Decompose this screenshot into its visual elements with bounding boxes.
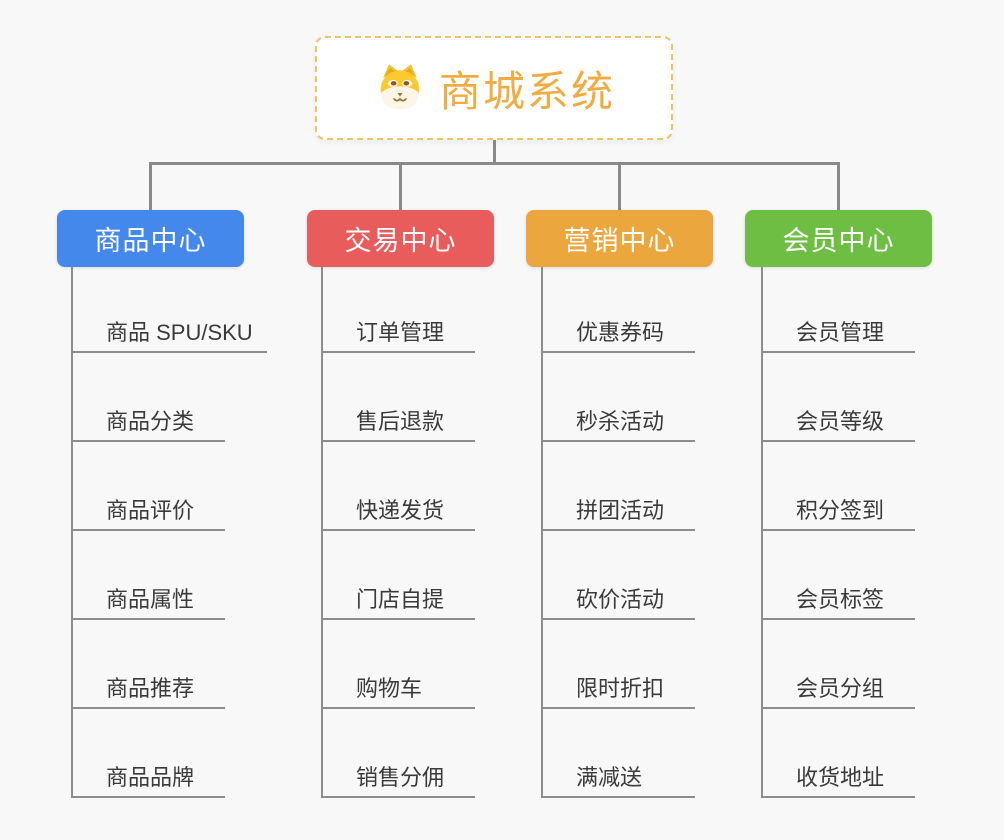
leaf-node[interactable]: 订单管理	[323, 267, 475, 353]
leaf-node[interactable]: 会员管理	[763, 267, 915, 353]
leaf-list-trade-center: 订单管理 售后退款 快递发货 门店自提 购物车 销售分佣	[321, 267, 475, 798]
leaf-node[interactable]: 快递发货	[323, 442, 475, 531]
connector-root-stub	[493, 140, 496, 163]
shiba-dog-icon	[380, 64, 420, 110]
leaf-node[interactable]: 商品属性	[73, 531, 225, 620]
connector-drop-trade	[399, 162, 402, 210]
leaf-node[interactable]: 门店自提	[323, 531, 475, 620]
branch-node-member-center[interactable]: 会员中心	[745, 210, 932, 267]
connector-drop-marketing	[618, 162, 621, 210]
root-node-mall-system[interactable]: 商城系统	[315, 36, 673, 140]
leaf-node[interactable]: 会员标签	[763, 531, 915, 620]
leaf-node[interactable]: 商品品牌	[73, 709, 225, 798]
leaf-list-member-center: 会员管理 会员等级 积分签到 会员标签 会员分组 收货地址	[761, 267, 915, 798]
leaf-node[interactable]: 砍价活动	[543, 531, 695, 620]
leaf-node[interactable]: 收货地址	[763, 709, 915, 798]
branch-node-product-center[interactable]: 商品中心	[57, 210, 244, 267]
branch-node-marketing-center[interactable]: 营销中心	[526, 210, 713, 267]
leaf-node[interactable]: 限时折扣	[543, 620, 695, 709]
leaf-node[interactable]: 购物车	[323, 620, 475, 709]
connector-drop-product	[149, 162, 152, 210]
root-title: 商城系统	[438, 67, 615, 115]
leaf-node[interactable]: 满减送	[543, 709, 695, 798]
leaf-node[interactable]: 积分签到	[763, 442, 915, 531]
leaf-node[interactable]: 拼团活动	[543, 442, 695, 531]
leaf-node[interactable]: 商品分类	[73, 353, 225, 442]
leaf-node[interactable]: 优惠券码	[543, 267, 695, 353]
leaf-node[interactable]: 售后退款	[323, 353, 475, 442]
connector-bus	[149, 162, 840, 165]
leaf-node[interactable]: 商品评价	[73, 442, 225, 531]
leaf-node[interactable]: 商品 SPU/SKU	[73, 267, 267, 353]
leaf-list-marketing-center: 优惠券码 秒杀活动 拼团活动 砍价活动 限时折扣 满减送	[541, 267, 695, 798]
leaf-node[interactable]: 销售分佣	[323, 709, 475, 798]
branch-node-trade-center[interactable]: 交易中心	[307, 210, 494, 267]
leaf-node[interactable]: 秒杀活动	[543, 353, 695, 442]
connector-drop-member	[837, 162, 840, 210]
leaf-list-product-center: 商品 SPU/SKU 商品分类 商品评价 商品属性 商品推荐 商品品牌	[71, 267, 267, 798]
leaf-node[interactable]: 商品推荐	[73, 620, 225, 709]
leaf-node[interactable]: 会员等级	[763, 353, 915, 442]
leaf-node[interactable]: 会员分组	[763, 620, 915, 709]
